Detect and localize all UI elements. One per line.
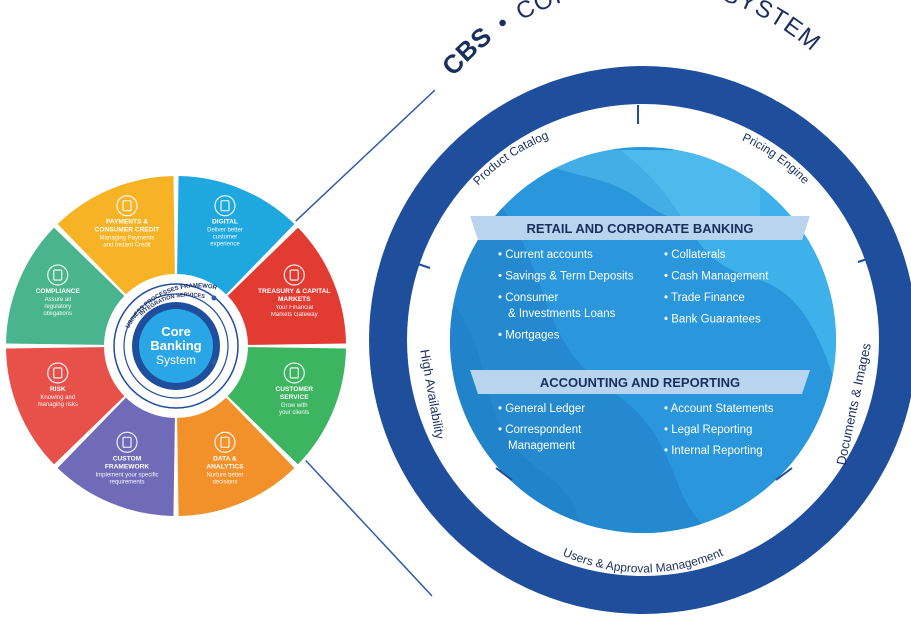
segment-title: TREASURY & CAPITAL — [258, 288, 330, 295]
section-band — [470, 370, 810, 394]
section-item-left: • Mortgages — [498, 330, 560, 342]
core-disc — [139, 309, 213, 383]
segment-wedge — [6, 347, 125, 465]
segment-title: CUSTOMER — [275, 386, 313, 393]
section-retail-corporate: RETAIL AND CORPORATE BANKING • Current ac… — [470, 216, 810, 342]
section-item-right: • Cash Management — [664, 271, 769, 283]
section-item-left: • Current accounts — [498, 249, 593, 261]
segment-title: COMPLIANCE — [36, 288, 81, 295]
segment-desc: customer — [213, 235, 238, 241]
section-item-left: • Savings & Term Deposits — [498, 271, 634, 283]
shield-alert-icon — [47, 362, 69, 384]
segment-title: RISK — [50, 386, 66, 393]
segment-desc: experience — [210, 242, 240, 248]
segment-desc: Assure all — [45, 297, 71, 303]
section-item-left: • General Ledger — [498, 403, 585, 415]
header-abbr: CBS — [436, 21, 497, 81]
segment-desc: obligations — [43, 311, 72, 317]
segment-wedge — [57, 176, 175, 295]
segment-desc: and Instant Credit — [103, 243, 151, 249]
section-item-right: • Legal Reporting — [664, 424, 752, 436]
banking-sections: RETAIL AND CORPORATE BANKING • Current ac… — [470, 216, 810, 457]
invoice-icon — [116, 195, 138, 217]
segment-title: CUSTOM — [113, 455, 142, 462]
section-item-right: • Internal Reporting — [664, 445, 763, 457]
segment-desc: your clients — [279, 410, 309, 416]
framework-ring — [113, 283, 239, 409]
currency-cycle-icon — [283, 264, 305, 286]
segment-desc: managing risks — [38, 402, 78, 408]
segment-desc: Markets Gateway — [271, 312, 318, 318]
segment-wedge — [177, 397, 295, 516]
section-item-left: Management — [508, 440, 576, 452]
segment-title: DATA & — [213, 455, 237, 462]
segment-wedge — [57, 397, 175, 516]
section-title: RETAIL AND CORPORATE BANKING — [526, 221, 753, 236]
section-item-right: • Trade Finance — [664, 292, 745, 304]
section-title: ACCOUNTING AND REPORTING — [540, 375, 740, 390]
segment-title: CONSUMER CREDIT — [95, 227, 160, 234]
wheel-segment-compliance: COMPLIANCE Assure allregulatoryobligation… — [6, 227, 125, 345]
segment-desc: Grow with — [281, 403, 308, 409]
section-item-left: • Correspondent — [498, 424, 582, 436]
segment-desc: Managing Payments — [100, 236, 155, 242]
core-label-line3: System — [156, 353, 196, 367]
wheel-segment-payments: PAYMENTS &CONSUMER CREDIT Managing Paymen… — [57, 176, 175, 295]
core-banking-circle: CLIENT INFORMATION SYSTEM Product Catalo… — [369, 39, 911, 614]
header-separator: • — [492, 10, 514, 37]
segment-title: DIGITAL — [212, 219, 238, 226]
segment-wedge — [227, 227, 346, 345]
section-item-right: • Account Statements — [664, 403, 774, 415]
segment-title: PAYMENTS & — [106, 219, 148, 226]
section-item-left: • Consumer — [498, 292, 558, 304]
segment-wedge — [6, 227, 125, 345]
segment-title: SERVICE — [280, 394, 309, 401]
segment-desc: Your Financial — [275, 305, 313, 311]
segment-desc: Deliver better — [207, 228, 243, 234]
segment-desc: Nurture better — [206, 472, 243, 478]
section-accounting-reporting: ACCOUNTING AND REPORTING • General Ledger… — [470, 370, 810, 457]
bar-chart-icon — [214, 431, 236, 453]
section-item-right: • Collaterals — [664, 249, 726, 261]
section-item-right: • Bank Guarantees — [664, 314, 761, 326]
segment-desc: decisions — [212, 479, 237, 485]
segment-desc: requirements — [110, 479, 145, 485]
segment-wedge — [177, 176, 295, 295]
people-icon — [283, 362, 305, 384]
segment-desc: regulatory — [44, 304, 71, 310]
gears-icon — [116, 431, 138, 453]
core-label-line2: Banking — [150, 338, 201, 353]
section-item-left: & Investments Loans — [508, 308, 616, 320]
segment-title: MARKETS — [278, 296, 311, 303]
section-band — [470, 216, 810, 240]
segment-desc: Implement your specific — [96, 472, 159, 478]
segment-wedge — [227, 347, 346, 465]
core-label-line1: Core — [161, 324, 191, 339]
segment-title: FRAMEWORK — [105, 463, 150, 470]
segment-title: ANALYTICS — [206, 463, 244, 470]
document-check-icon — [47, 264, 69, 286]
segment-desc: Knowing and — [40, 395, 75, 401]
tablet-icon — [214, 195, 236, 217]
